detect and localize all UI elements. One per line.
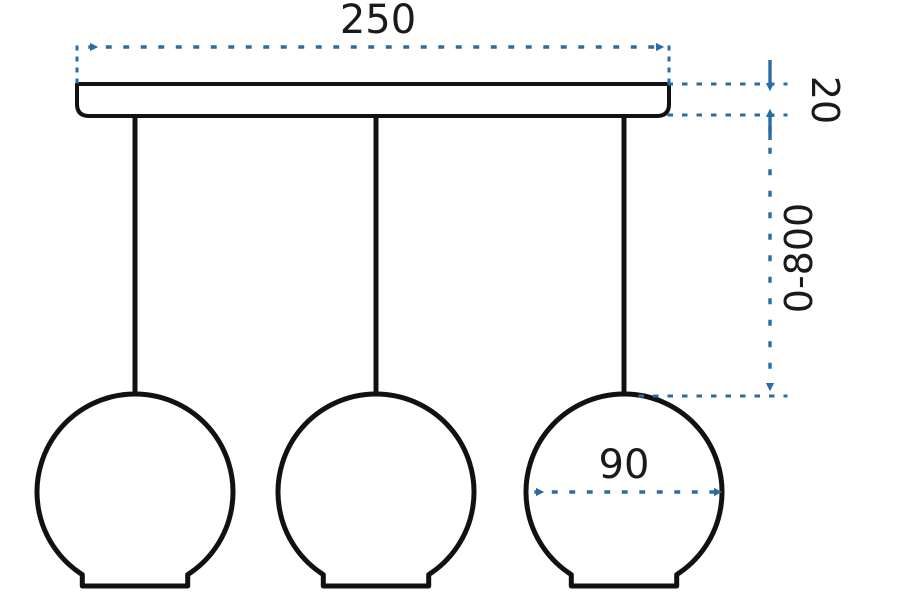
ceiling-mount-bar <box>75 82 671 118</box>
dimension-label-250: 250 <box>340 0 416 43</box>
dimension-width-250: 250 <box>75 0 671 86</box>
dimension-thickness-20: 20 <box>667 60 847 140</box>
globe-shade-2 <box>275 391 477 589</box>
dimension-label-20: 20 <box>803 76 847 124</box>
lamp-body <box>34 82 725 589</box>
dimension-label-90: 90 <box>599 442 650 488</box>
dimension-globe-90: 90 <box>534 442 723 497</box>
dimension-drop-0-800: 0-800 <box>638 126 821 398</box>
dimension-label-0-800: 0-800 <box>777 203 821 313</box>
globe-shade-1 <box>34 391 236 589</box>
globe-shade-3 <box>523 391 725 589</box>
